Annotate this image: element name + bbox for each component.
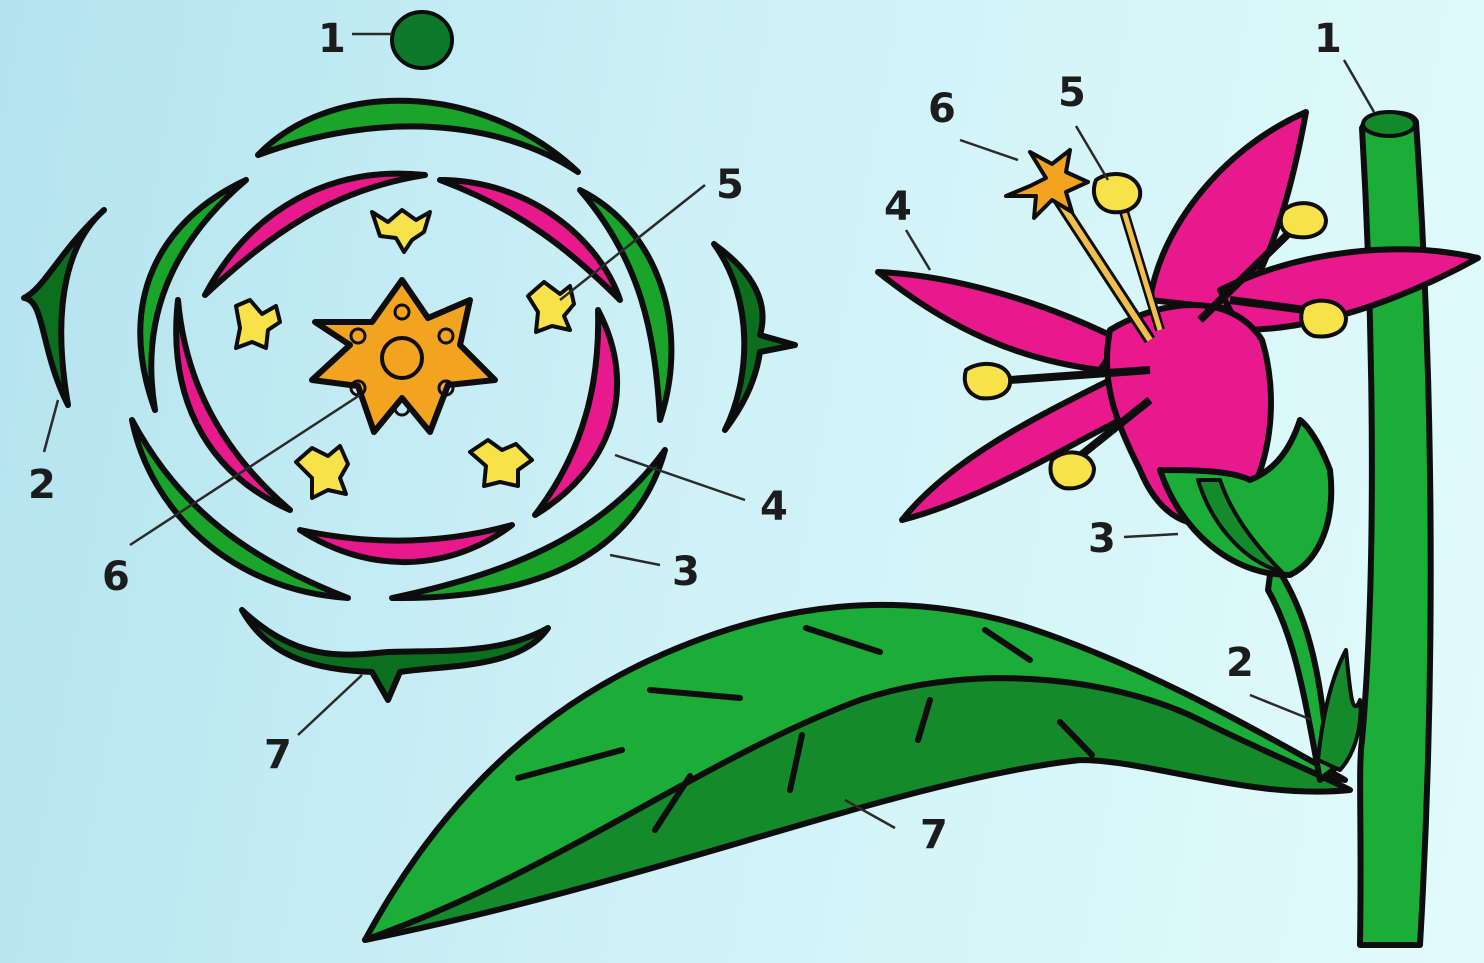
flower-label-stamen: 5 — [1058, 70, 1086, 116]
sepal — [132, 420, 348, 598]
floral-label-stamen: 5 — [716, 162, 744, 208]
main-stem — [1360, 113, 1431, 945]
petal — [535, 310, 617, 515]
leader-line — [906, 230, 930, 270]
anther — [1301, 301, 1346, 337]
stamen — [372, 210, 430, 252]
leader-line — [610, 555, 660, 565]
floral-label-leaf: 7 — [264, 732, 292, 778]
leader-line — [298, 675, 362, 735]
stem-cut-top — [1363, 112, 1415, 136]
anther — [1051, 452, 1095, 488]
flower-label-petal: 4 — [884, 184, 912, 230]
flower-label-axis: 1 — [1314, 16, 1342, 62]
flower-label-pistil: 6 — [928, 86, 956, 132]
flower-illustration: 1 2 3 4 5 6 7 — [365, 16, 1478, 945]
anther — [1094, 174, 1140, 212]
sepal — [392, 450, 665, 598]
leader-line — [1344, 60, 1374, 112]
stigma — [1006, 150, 1088, 218]
stamen — [470, 440, 532, 486]
axis-dot — [392, 12, 452, 68]
stamen — [296, 446, 348, 498]
flower-label-bract: 2 — [1226, 640, 1254, 686]
leader-line — [44, 400, 58, 452]
ovary-center — [382, 338, 422, 378]
floral-label-pistil: 6 — [102, 554, 130, 600]
leader-line — [1076, 126, 1108, 180]
flower-label-sepal: 3 — [1088, 516, 1116, 562]
bract-right — [714, 244, 795, 430]
stamen — [528, 282, 574, 332]
bract — [1318, 650, 1360, 770]
floral-label-sepal: 3 — [672, 549, 700, 595]
bract-bottom — [242, 610, 548, 700]
anther — [1281, 203, 1326, 237]
petal — [300, 525, 512, 562]
leader-line — [960, 140, 1018, 160]
petal — [878, 272, 1120, 370]
leader-line — [1124, 534, 1178, 537]
sepal — [258, 101, 578, 172]
floral-label-petal: 4 — [760, 484, 788, 530]
flower-label-leaf: 7 — [920, 812, 948, 858]
stamen — [236, 300, 280, 348]
anther — [965, 364, 1010, 398]
bract-left — [24, 210, 104, 405]
floral-label-bract: 2 — [28, 462, 56, 508]
floral-label-axis: 1 — [318, 16, 346, 62]
